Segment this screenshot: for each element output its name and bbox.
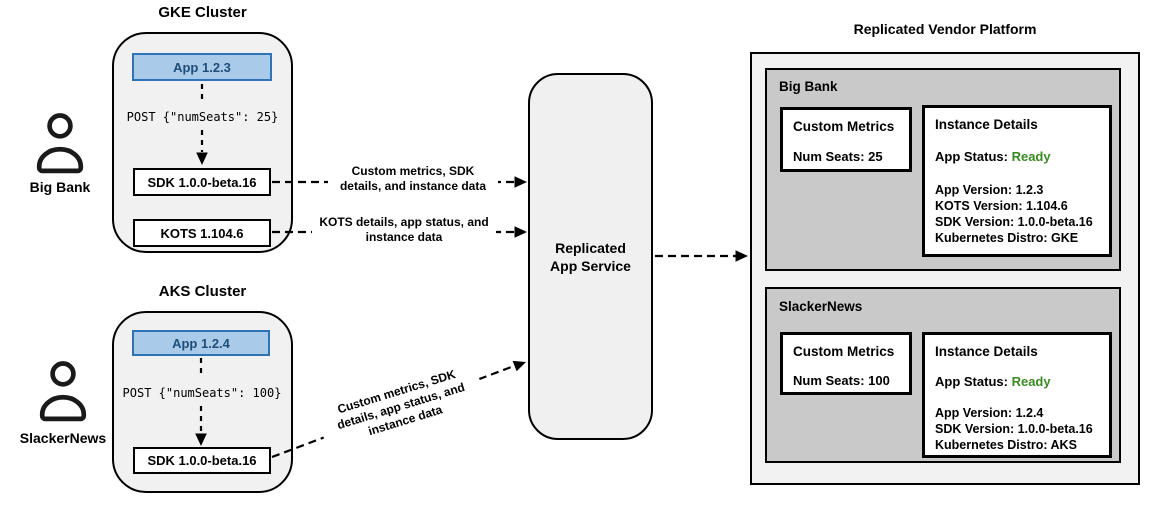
service-label-line1: Replicated (555, 239, 626, 256)
actor-label-slackernews: SlackerNews (19, 430, 107, 446)
kots-to-service-arrowhead-icon (514, 226, 527, 238)
app-status-value: Ready (1011, 374, 1051, 389)
gke-app-node: App 1.2.3 (132, 53, 272, 81)
app-status-line: App Status: Ready (935, 374, 1051, 389)
customer-card-slackernews: SlackerNews Custom Metrics Num Seats: 10… (765, 287, 1121, 463)
custom-metrics-title: Custom Metrics (793, 119, 895, 134)
instance-details-panel: Instance Details App Status: Ready App V… (922, 332, 1112, 458)
detail-line: App Version: 1.2.4 (935, 406, 1044, 420)
customer-card-big-bank: Big Bank Custom Metrics Num Seats: 25 In… (765, 68, 1121, 271)
edge-label-aks-sdk-data: Custom metrics, SDK details, app status,… (315, 360, 487, 453)
gke-post-request-text: POST {"numSeats": 25} (126, 110, 279, 124)
instance-details-title: Instance Details (935, 344, 1038, 359)
aks-app-node: App 1.2.4 (132, 330, 270, 356)
aks-sdk-node: SDK 1.0.0-beta.16 (133, 447, 271, 474)
aks-cluster-title: AKS Cluster (158, 283, 247, 300)
customer-name: SlackerNews (779, 299, 863, 314)
service-to-platform-arrowhead-icon (735, 250, 748, 262)
edge-label-sdk-data: Custom metrics, SDK details, and instanc… (328, 164, 498, 194)
custom-metrics-title: Custom Metrics (793, 344, 895, 359)
num-seats-value: Num Seats: 25 (793, 149, 883, 164)
detail-line: Kubernetes Distro: AKS (935, 438, 1077, 452)
platform-title: Replicated Vendor Platform (853, 21, 1037, 37)
instance-detail-lines: App Version: 1.2.3 KOTS Version: 1.104.6… (935, 182, 1093, 246)
actor-label-big-bank: Big Bank (29, 179, 91, 195)
detail-line: KOTS Version: 1.104.6 (935, 199, 1068, 213)
aks-sdk-to-service-arrowhead-icon (512, 360, 526, 372)
person-icon (39, 361, 87, 422)
instance-detail-lines: App Version: 1.2.4 SDK Version: 1.0.0-be… (935, 405, 1093, 453)
gke-sdk-node: SDK 1.0.0-beta.16 (133, 168, 271, 196)
app-status-label: App Status: (935, 149, 1008, 164)
app-status-label: App Status: (935, 374, 1008, 389)
custom-metrics-panel: Custom Metrics Num Seats: 100 (780, 332, 912, 395)
app-status-value: Ready (1011, 149, 1051, 164)
instance-details-title: Instance Details (935, 117, 1038, 132)
app-status-line: App Status: Ready (935, 149, 1051, 164)
person-icon (36, 113, 84, 174)
instance-details-panel: Instance Details App Status: Ready App V… (922, 105, 1112, 257)
aks-post-request-text: POST {"numSeats": 100} (122, 386, 282, 400)
detail-line: App Version: 1.2.3 (935, 183, 1044, 197)
replicated-app-service-node: Replicated App Service (528, 73, 653, 440)
gke-cluster-title: GKE Cluster (158, 4, 247, 21)
num-seats-value: Num Seats: 100 (793, 373, 890, 388)
detail-line: SDK Version: 1.0.0-beta.16 (935, 215, 1093, 229)
gke-kots-node: KOTS 1.104.6 (133, 219, 271, 247)
detail-line: Kubernetes Distro: GKE (935, 231, 1079, 245)
customer-name: Big Bank (779, 79, 838, 94)
custom-metrics-panel: Custom Metrics Num Seats: 25 (780, 107, 912, 172)
service-label-line2: App Service (550, 257, 631, 274)
edge-label-kots-data: KOTS details, app status, and instance d… (312, 215, 496, 245)
replicated-vendor-platform-box: Big Bank Custom Metrics Num Seats: 25 In… (750, 52, 1140, 485)
detail-line: SDK Version: 1.0.0-beta.16 (935, 422, 1093, 436)
sdk-to-service-arrowhead-icon (514, 176, 527, 188)
